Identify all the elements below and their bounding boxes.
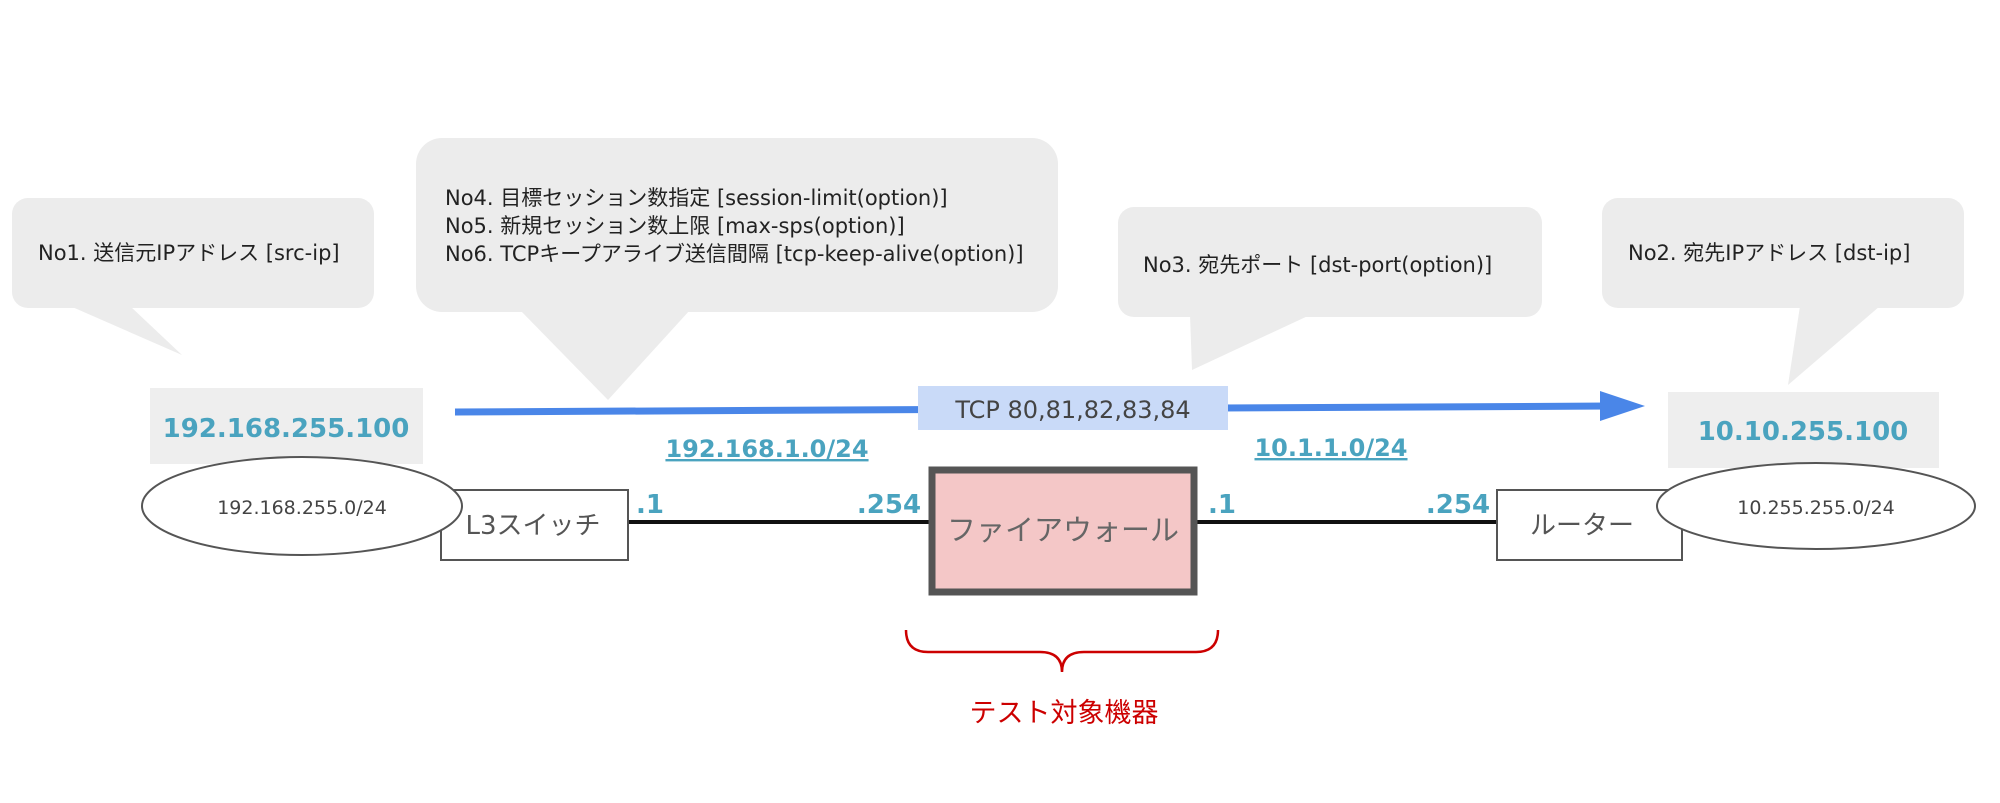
outer-subnet-label: 10.1.1.0/24 [1254,434,1407,462]
ip-firewall-inside: .254 [857,490,921,520]
l3-switch-label: L3スイッチ [465,511,600,541]
right-segment-node [1656,462,1976,550]
left-segment-node [141,456,463,556]
callout-src-ip-text: No1. 送信元IPアドレス [src-ip] [38,241,340,265]
ports-label-box: TCP 80,81,82,83,84 [918,386,1228,430]
ip-l3-interface: .1 [636,490,664,520]
firewall-node [928,466,1198,596]
callout-session-options: No4. 目標セッション数指定 [session-limit(option)] … [416,138,1058,400]
dst-host: 10.10.255.100 [1668,392,1939,468]
callout-session-line-1: No4. 目標セッション数指定 [session-limit(option)] [445,186,948,210]
ip-router-interface: .254 [1426,490,1490,520]
callout-session-line-2: No5. 新規セッション数上限 [max-sps(option)] [445,214,905,238]
dst-host-ip: 10.10.255.100 [1698,417,1909,447]
callout-dst-port: No3. 宛先ポート [dst-port(option)] [1118,207,1542,370]
test-target-label: テスト対象機器 [970,698,1159,729]
callout-src-ip: No1. 送信元IPアドレス [src-ip] [12,198,374,355]
callout-dst-port-text: No3. 宛先ポート [dst-port(option)] [1143,253,1492,277]
ip-firewall-outside: .1 [1208,490,1236,520]
router-label: ルーター [1530,511,1634,541]
src-host-ip: 192.168.255.100 [163,414,410,444]
left-segment-label: 192.168.255.0/24 [217,497,387,519]
ports-label: TCP 80,81,82,83,84 [954,396,1190,424]
callout-dst-ip: No2. 宛先IPアドレス [dst-ip] [1602,198,1964,385]
right-segment-label: 10.255.255.0/24 [1737,497,1895,519]
test-target-brace [904,629,1220,673]
firewall-label: ファイアウォール [947,513,1179,547]
callout-dst-ip-text: No2. 宛先IPアドレス [dst-ip] [1628,241,1910,265]
inner-subnet-label: 192.168.1.0/24 [665,435,868,463]
callout-session-line-3: No6. TCPキープアライブ送信間隔 [tcp-keep-alive(opti… [445,242,1024,266]
src-host: 192.168.255.100 [150,388,423,464]
